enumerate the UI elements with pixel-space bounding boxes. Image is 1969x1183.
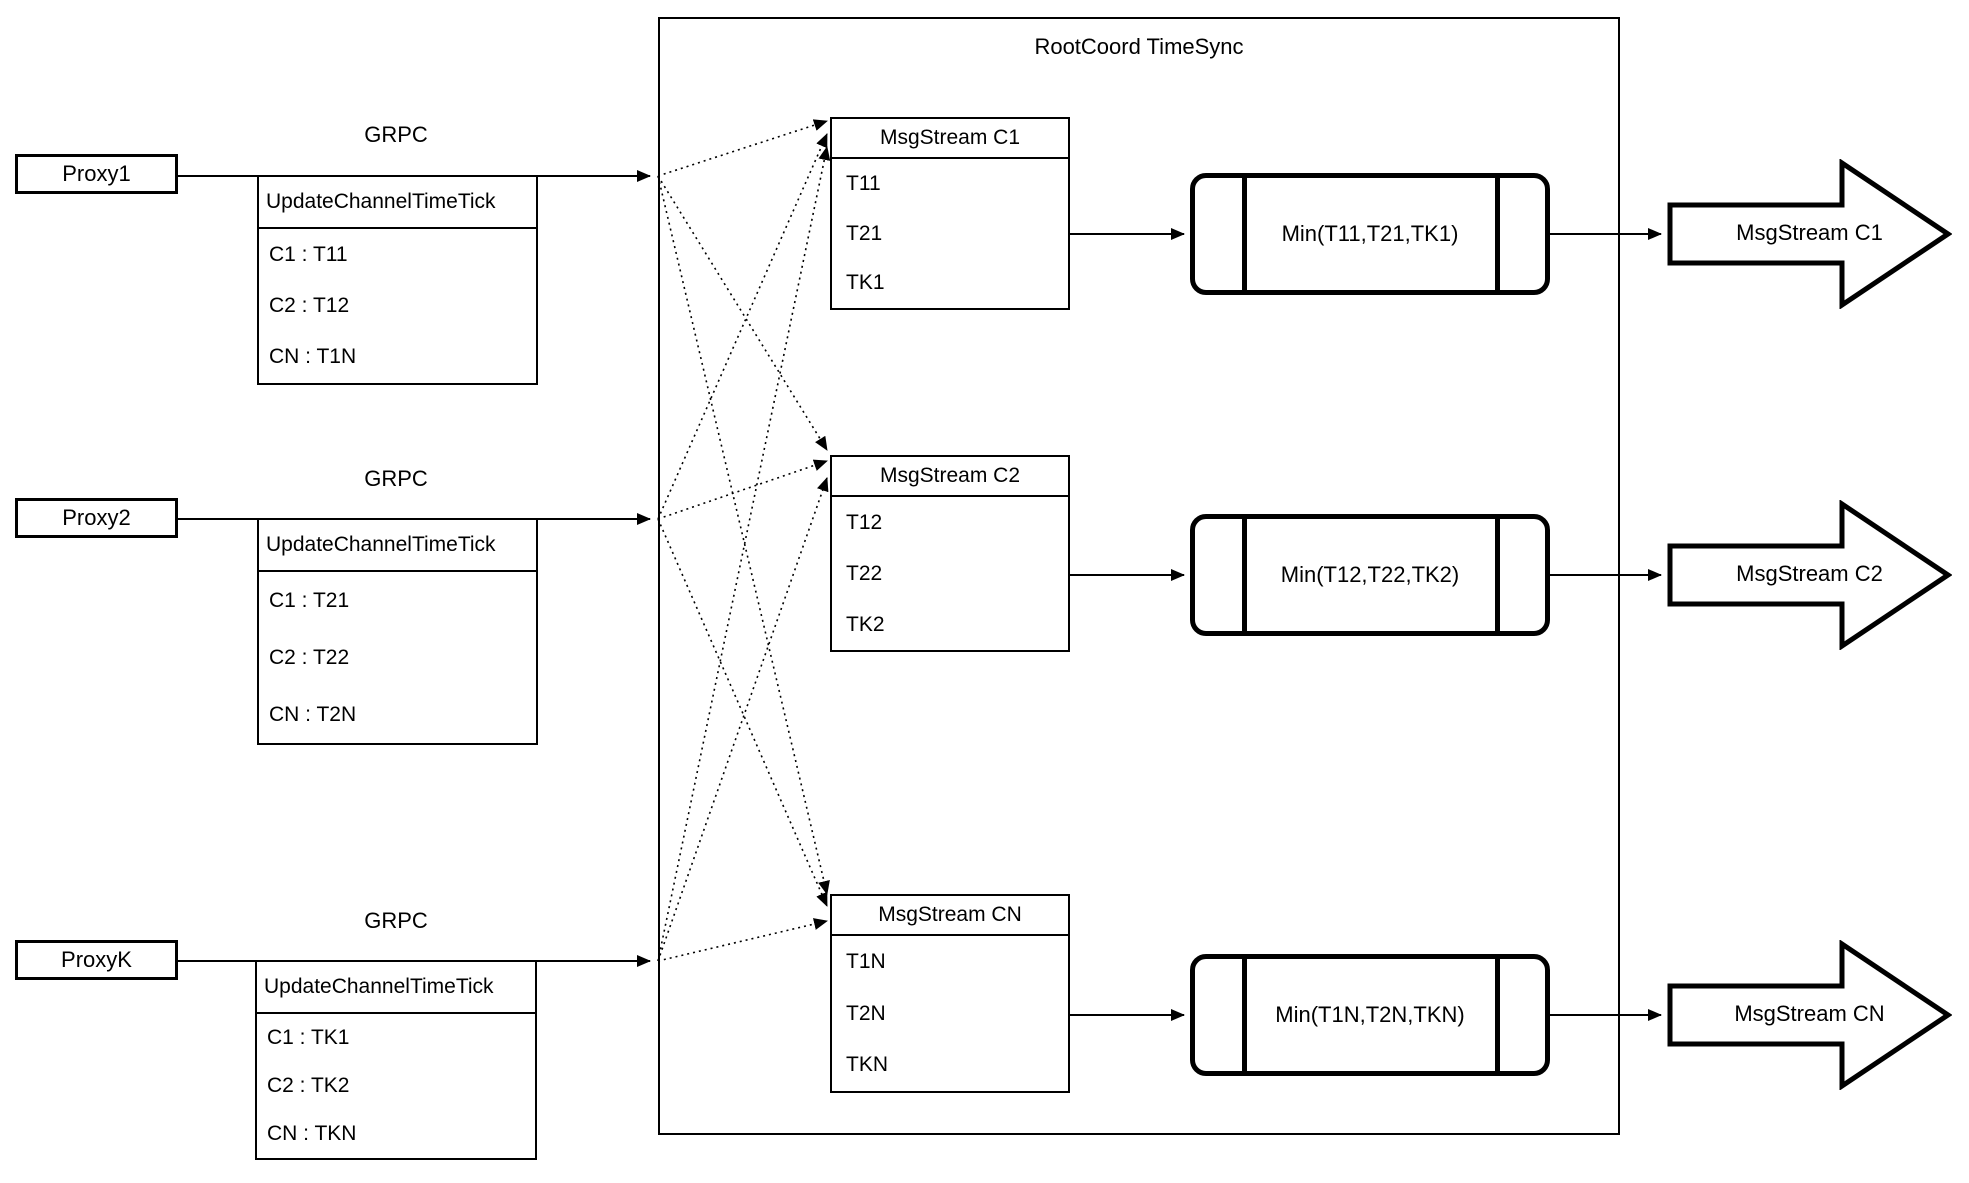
output-arrow-c1: [1667, 159, 1952, 309]
msgstream-buffer-c2: MsgStream C2 T12 T22 TK2: [830, 455, 1070, 652]
tick-value: TK2: [846, 612, 885, 636]
tick-value: T12: [846, 510, 883, 534]
timetick-table-proxy1: UpdateChannelTimeTick C1 : T11 C2 : T12 …: [257, 175, 538, 385]
min-process-cn: Min(T1N,T2N,TKN): [1190, 954, 1550, 1076]
tick-value: TKN: [846, 1053, 888, 1077]
timetick-row: C1 : T11: [269, 242, 348, 266]
proxy2-label: Proxy2: [62, 505, 131, 530]
block-arrow-icon: [1667, 500, 1952, 650]
min-label: Min(T1N,T2N,TKN): [1275, 1002, 1465, 1027]
msgstream-buffer-header: MsgStream C2: [832, 457, 1068, 497]
msgstream-buffer-body: T1N T2N TKN: [832, 936, 1068, 1091]
min-label: Min(T12,T22,TK2): [1280, 562, 1460, 587]
grpc-label-proxy1: GRPC: [364, 122, 428, 147]
timetick-row: C2 : T22: [269, 645, 350, 669]
timetick-row: CN : T2N: [269, 702, 357, 726]
proxy2-box: Proxy2: [15, 498, 178, 538]
msgstream-buffer-body: T11 T21 TK1: [832, 159, 1068, 308]
block-arrow-icon: [1667, 940, 1952, 1090]
tick-value: TK1: [846, 271, 885, 295]
min-box-right-divider: [1495, 959, 1500, 1071]
timetick-row: C1 : T21: [269, 588, 350, 612]
min-box-right-divider: [1495, 178, 1500, 290]
msgstream-buffer-cn: MsgStream CN T1N T2N TKN: [830, 894, 1070, 1093]
timetick-row: C2 : T12: [269, 293, 350, 317]
tick-value: T22: [846, 561, 883, 585]
timetick-table-proxy2: UpdateChannelTimeTick C1 : T21 C2 : T22 …: [257, 518, 538, 745]
output-arrow-c2: [1667, 500, 1952, 650]
timetick-table-body: C1 : TK1 C2 : TK2 CN : TKN: [257, 1014, 535, 1158]
min-label: Min(T11,T21,TK1): [1281, 221, 1459, 246]
output-arrow-label-c2: MsgStream C2: [1736, 561, 1883, 586]
output-arrow-label-cn: MsgStream CN: [1734, 1001, 1885, 1026]
timetick-table-header: UpdateChannelTimeTick: [259, 520, 536, 572]
proxy1-box: Proxy1: [15, 154, 178, 194]
tick-value: T21: [846, 221, 883, 245]
grpc-label-proxyk: GRPC: [364, 908, 428, 933]
msgstream-buffer-header: MsgStream C1: [832, 119, 1068, 159]
msgstream-buffer-body: T12 T22 TK2: [832, 497, 1068, 650]
timetick-table-header: UpdateChannelTimeTick: [259, 177, 536, 229]
min-process-c2: Min(T12,T22,TK2): [1190, 514, 1550, 636]
min-box-left-divider: [1242, 178, 1247, 290]
timetick-table-proxyk: UpdateChannelTimeTick C1 : TK1 C2 : TK2 …: [255, 960, 537, 1160]
grpc-label-proxy2: GRPC: [364, 466, 428, 491]
min-box-right-divider: [1495, 519, 1500, 631]
min-process-c1: Min(T11,T21,TK1): [1190, 173, 1550, 295]
msgstream-buffer-header: MsgStream CN: [832, 896, 1068, 936]
proxyk-label: ProxyK: [61, 947, 132, 972]
min-box-left-divider: [1242, 959, 1247, 1071]
timetick-row: CN : TKN: [267, 1122, 357, 1145]
output-arrow-label-c1: MsgStream C1: [1736, 220, 1883, 245]
tick-value: T2N: [846, 1001, 886, 1025]
timetick-row: C2 : TK2: [267, 1074, 350, 1097]
msgstream-buffer-c1: MsgStream C1 T11 T21 TK1: [830, 117, 1070, 310]
timetick-table-body: C1 : T11 C2 : T12 CN : T1N: [259, 229, 536, 383]
timetick-row: C1 : TK1: [267, 1026, 350, 1049]
timetick-table-header: UpdateChannelTimeTick: [257, 962, 535, 1014]
tick-value: T1N: [846, 949, 886, 973]
timetick-row: CN : T1N: [269, 345, 357, 369]
output-arrow-cn: [1667, 940, 1952, 1090]
rootcoord-title: RootCoord TimeSync: [1034, 34, 1244, 59]
min-box-left-divider: [1242, 519, 1247, 631]
block-arrow-icon: [1667, 159, 1952, 309]
tick-value: T11: [846, 171, 881, 195]
timetick-table-body: C1 : T21 C2 : T22 CN : T2N: [259, 572, 536, 743]
proxy1-label: Proxy1: [62, 161, 131, 186]
proxyk-box: ProxyK: [15, 940, 178, 980]
